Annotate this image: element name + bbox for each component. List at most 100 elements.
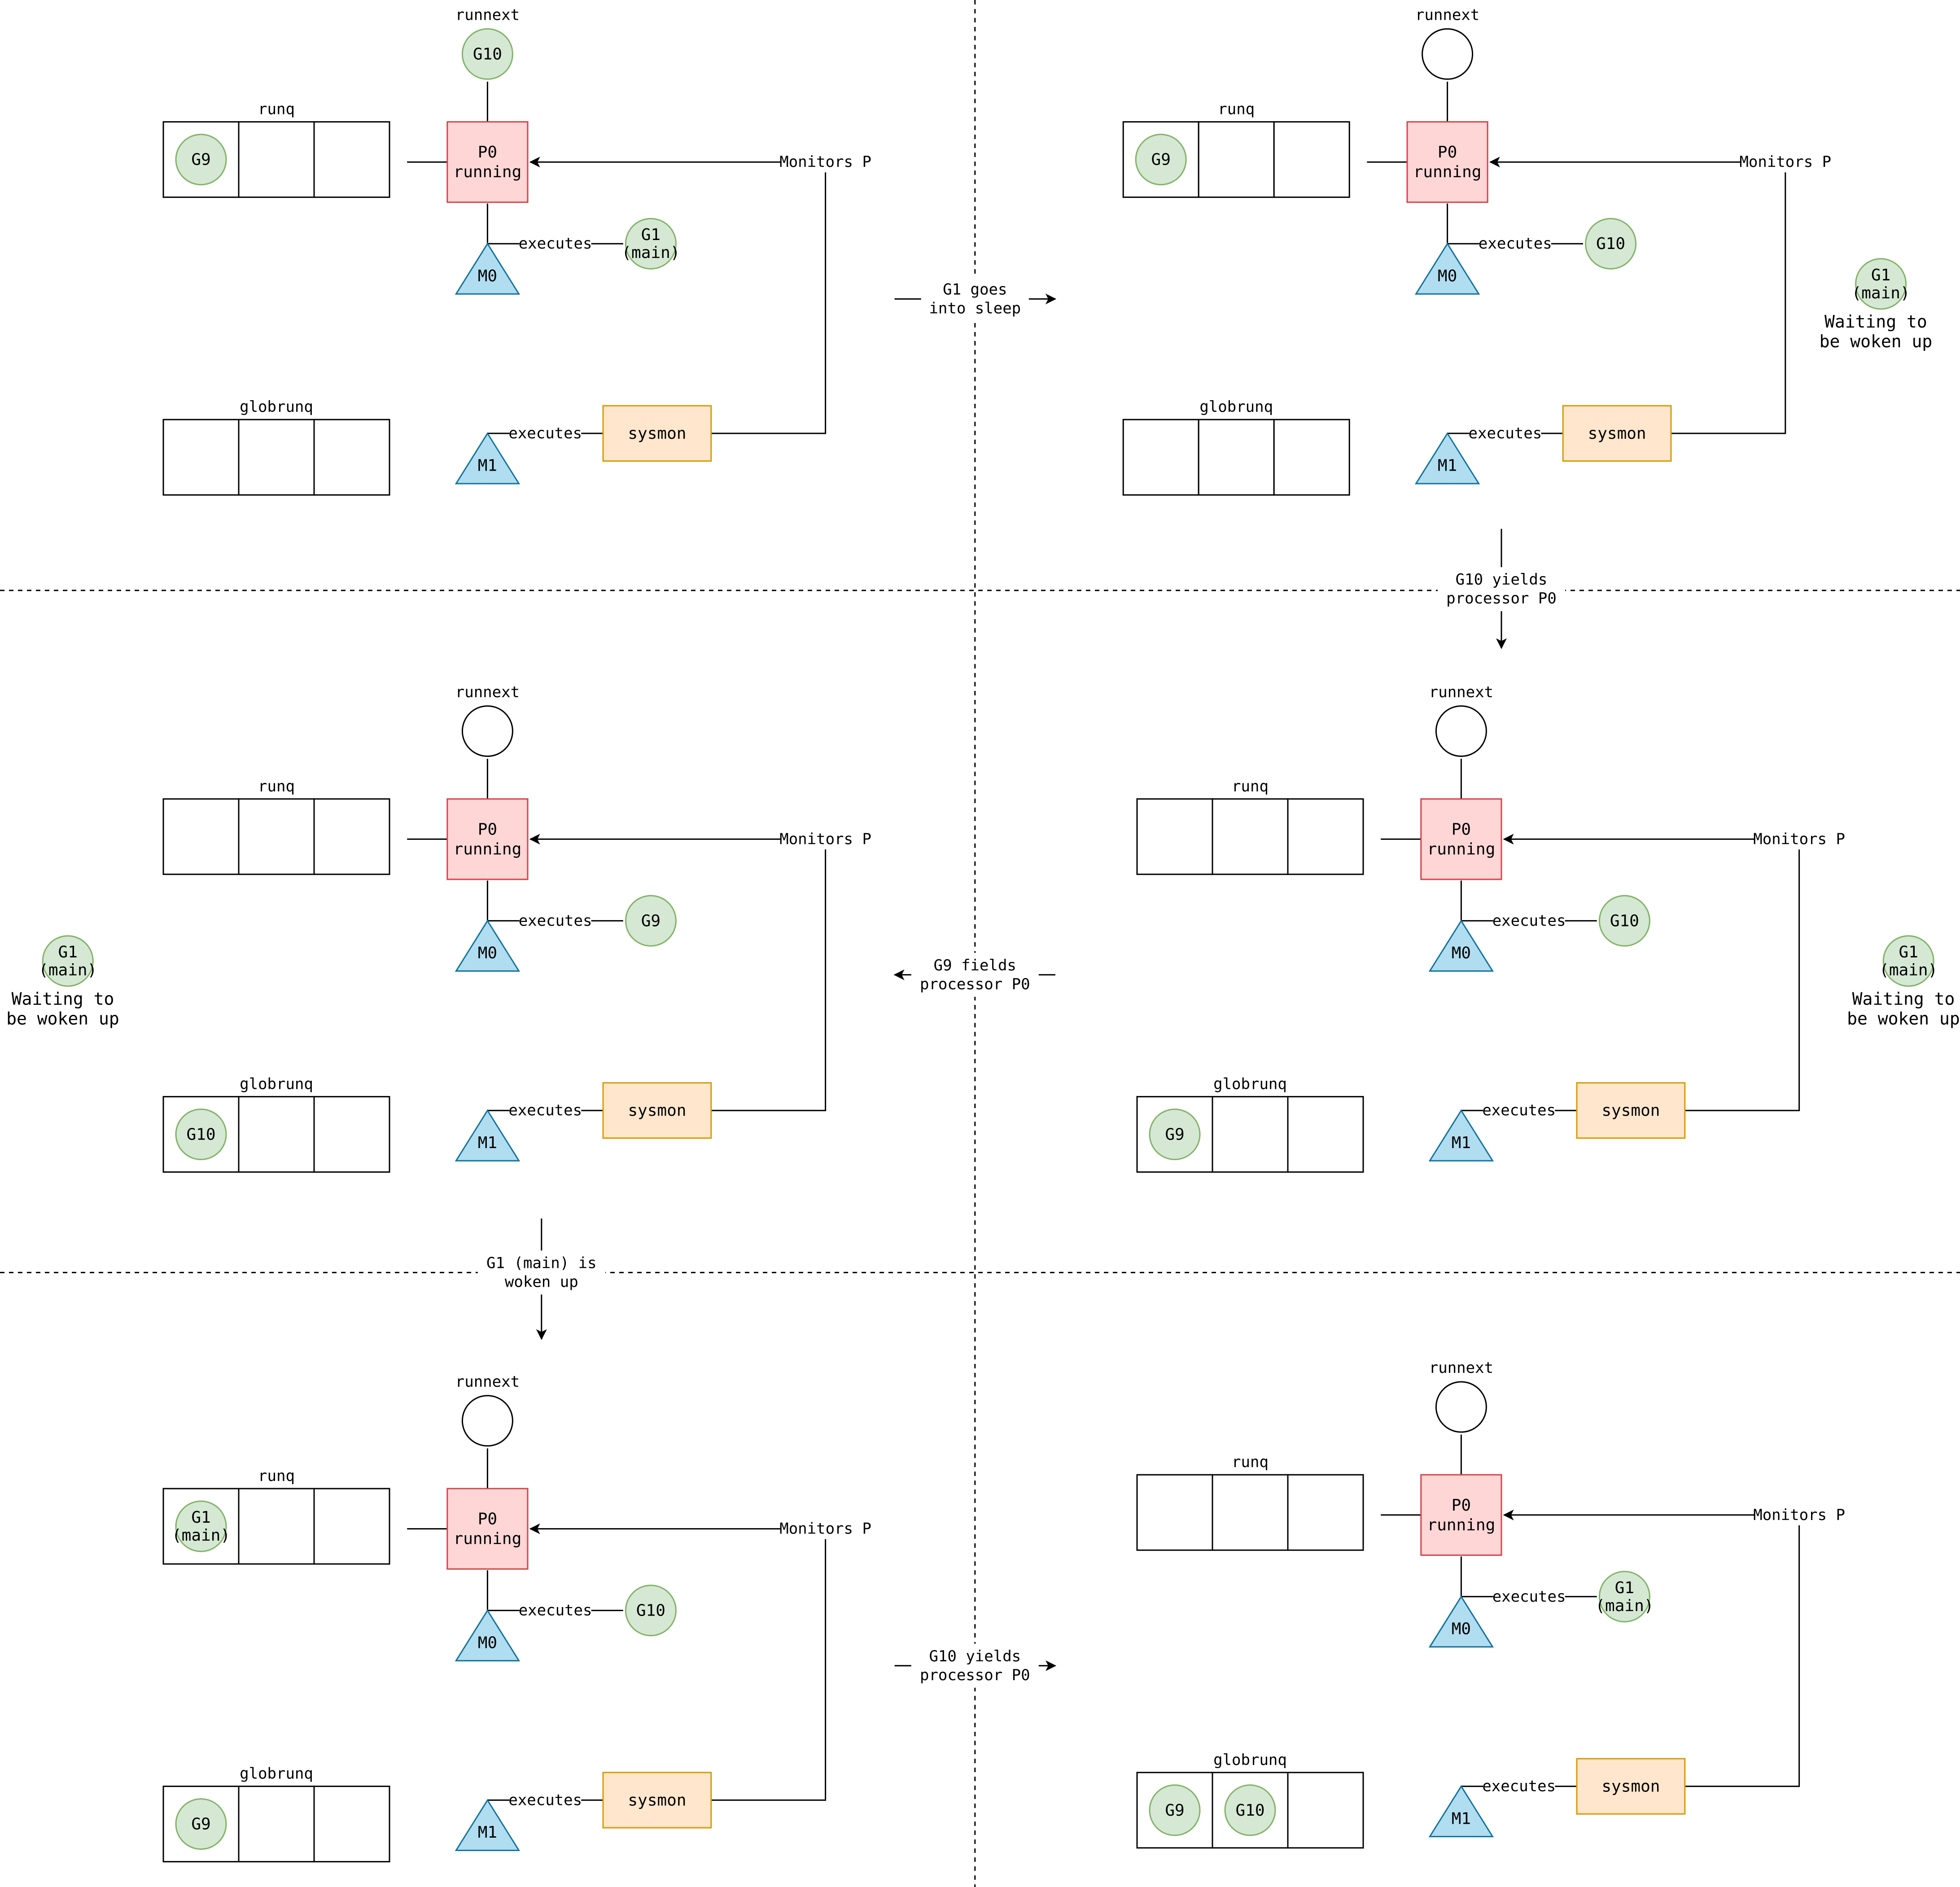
thread-m1-shape <box>455 432 521 485</box>
goroutine-label: G10 <box>1610 912 1639 930</box>
thread-m0: M0 <box>455 1609 521 1662</box>
label-background <box>911 1643 1039 1688</box>
runnext-title: runnext <box>1429 683 1493 701</box>
monitors-label: Monitors P <box>779 830 871 848</box>
runq-queue-slot <box>238 1488 315 1565</box>
label-background <box>780 152 871 173</box>
thread-m1-label: M1 <box>1438 456 1457 475</box>
executes-label: executes <box>519 235 592 253</box>
executes-label: executes <box>1469 424 1542 442</box>
globrunq-queue-slot <box>1198 419 1275 496</box>
runq-queue-slot <box>238 121 315 198</box>
runq-queue-slot <box>1212 798 1289 875</box>
goroutine-label: G10 <box>473 45 502 63</box>
globrunq-queue-title: globrunq <box>240 398 313 416</box>
globrunq-queue-slot <box>313 419 390 496</box>
sysmon-shape <box>602 1082 712 1139</box>
goroutine-label: G10 <box>1235 1801 1264 1819</box>
runnext-empty-slot <box>461 705 513 757</box>
executes-label: executes <box>519 912 592 930</box>
runq-queue-title: runq <box>1218 100 1255 118</box>
monitors-label: Monitors P <box>779 1520 871 1538</box>
monitors-label: Monitors P <box>779 153 871 171</box>
sysmon-box: sysmon <box>602 1772 712 1829</box>
thread-m1-shape <box>455 1109 521 1162</box>
runq-queue-slot <box>1198 121 1275 198</box>
executes-label: executes <box>1492 1588 1566 1606</box>
thread-m0-shape <box>1414 242 1480 295</box>
globrunq-queue-slot <box>238 419 315 496</box>
globrunq-queue: globrunq <box>1122 398 1350 496</box>
monitors-label: Monitors P <box>1739 153 1831 171</box>
goroutine-shape <box>1135 134 1187 186</box>
runq-queue-title: runq <box>1232 778 1269 795</box>
runq-queue: runq <box>1136 778 1364 875</box>
globrunq-queue-slot <box>313 1096 390 1173</box>
executes-label: executes <box>1482 1778 1556 1795</box>
goroutine-shape <box>625 218 677 270</box>
sysmon-label: sysmon <box>628 1791 686 1809</box>
goroutine-label: G10 <box>636 1601 665 1620</box>
label-background <box>780 1518 871 1539</box>
goroutine-shape <box>1598 895 1650 947</box>
globrunq-queue-title: globrunq <box>1213 1751 1287 1769</box>
sysmon-shape <box>602 1772 712 1829</box>
goroutine-circle: G1(main) <box>1879 935 1938 987</box>
goroutine-circle: G9 <box>175 134 227 186</box>
goroutine-shape <box>1585 218 1637 270</box>
executes-label: executes <box>519 1602 592 1620</box>
label-background <box>1438 567 1565 612</box>
globrunq-queue-title: globrunq <box>1213 1075 1287 1093</box>
goroutine-shape <box>175 1798 227 1850</box>
goroutine-circle: G10 <box>625 1585 677 1637</box>
goroutine-circle: G1(main) <box>39 935 97 987</box>
goroutine-label: G9 <box>191 150 210 169</box>
goroutine-circle: G10 <box>175 1108 227 1160</box>
monitor-path <box>711 162 827 434</box>
goroutine-label: G1(main) <box>1852 266 1910 302</box>
goroutine-label: G9 <box>641 912 661 930</box>
label-background <box>1483 1776 1555 1797</box>
goroutine-shape <box>175 1108 227 1160</box>
label-background <box>1740 152 1830 173</box>
runnext-title: runnext <box>455 683 520 701</box>
runq-queue-title: runq <box>1232 1453 1269 1471</box>
sysmon-shape <box>1576 1758 1686 1815</box>
runq-queue-slot <box>1287 1474 1364 1551</box>
processor-shape <box>1406 121 1488 203</box>
goroutine-shape <box>1149 1784 1201 1836</box>
goroutine-circle: G10 <box>1585 218 1637 270</box>
thread-m1: M1 <box>455 1799 521 1851</box>
label-background <box>1483 1100 1555 1121</box>
thread-m0-shape <box>455 242 521 295</box>
globrunq-queue-slot <box>1287 1772 1364 1849</box>
thread-m0: M0 <box>1428 919 1494 972</box>
globrunq-queue-slot <box>238 1096 315 1173</box>
monitors-label: Monitors P <box>1753 1506 1845 1524</box>
thread-m1: M1 <box>1428 1109 1494 1162</box>
thread-m0-shape <box>1428 1595 1494 1648</box>
thread-m1-label: M1 <box>478 456 497 475</box>
runnext-title: runnext <box>455 1373 520 1391</box>
monitor-path <box>1684 1515 1800 1787</box>
runq-queue: runq <box>1136 1453 1364 1551</box>
globrunq-queue-slot <box>238 1786 315 1863</box>
sysmon-box: sysmon <box>602 1082 712 1139</box>
runq-queue-title: runq <box>258 100 295 118</box>
label-background <box>921 277 1029 321</box>
monitor-path <box>1671 162 1786 434</box>
runnext-title: runnext <box>1415 6 1479 24</box>
